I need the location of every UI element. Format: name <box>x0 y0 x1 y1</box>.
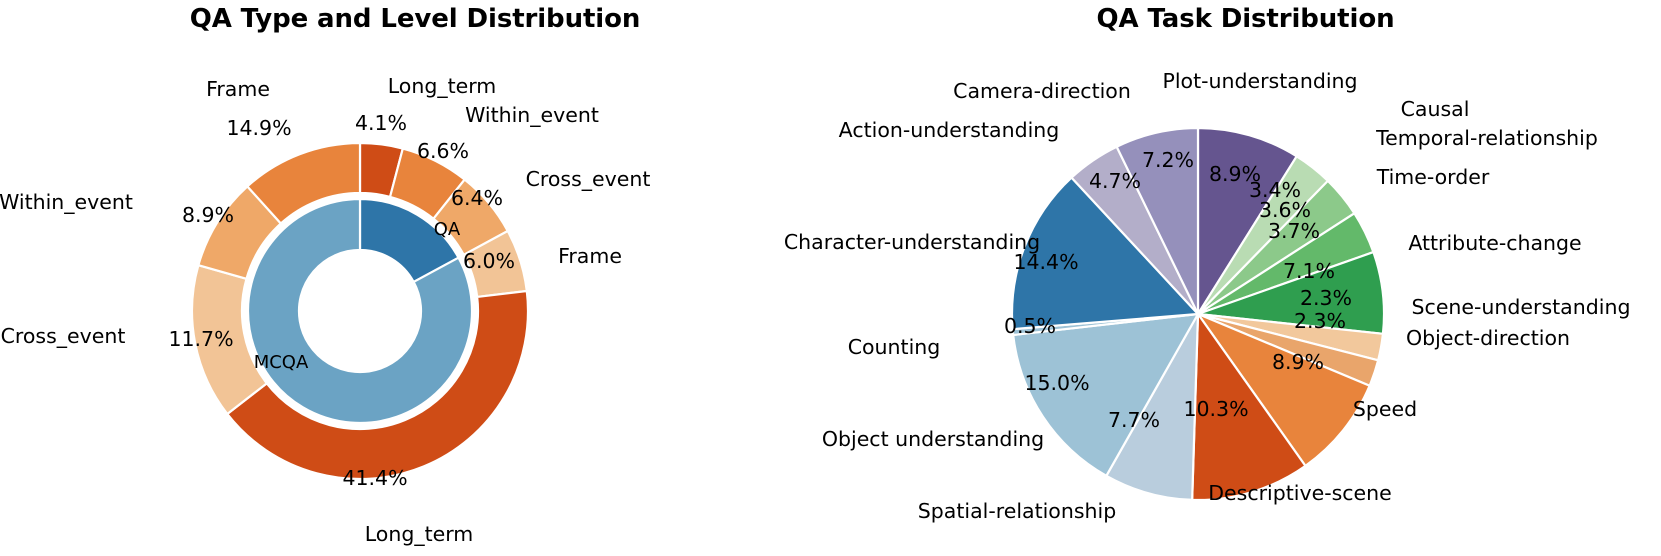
pie-label-12: Character-understanding <box>784 230 1040 254</box>
pie-label-5: Scene-understanding <box>1412 295 1631 319</box>
pie-percent-14: 7.2% <box>1142 148 1194 172</box>
outer-ring-slice-7[interactable] <box>246 141 362 225</box>
outer-ring-label-3: Frame <box>558 244 622 268</box>
pie-label-11: Counting <box>848 335 941 359</box>
pie-slice-7[interactable] <box>1196 312 1371 467</box>
pie-percent-6: 2.3% <box>1294 309 1346 333</box>
pie-label-13: Action-understanding <box>839 118 1060 142</box>
page-title-right: QA Task Distribution <box>1096 4 1395 34</box>
pie-label-4: Attribute-change <box>1408 231 1581 255</box>
pie-percent-13: 4.7% <box>1089 169 1141 193</box>
pie-slice-0[interactable] <box>1196 126 1298 316</box>
pie-label-8: Descriptive-scene <box>1208 481 1392 505</box>
outer-ring-label-1: Within_event <box>465 103 599 128</box>
pie-label-10: Object understanding <box>822 427 1044 451</box>
pie-percent-5: 2.3% <box>1300 286 1352 310</box>
pie-percent-4: 7.1% <box>1283 259 1335 283</box>
pie-label-1: Causal <box>1401 97 1470 121</box>
outer-ring-percent-4: 41.4% <box>342 466 407 490</box>
pie-slice-12[interactable] <box>1010 176 1200 331</box>
pie-percent-8: 10.3% <box>1183 397 1248 421</box>
outer-ring-label-6: Within_event <box>0 190 133 215</box>
pie-slice-8[interactable] <box>1191 312 1307 502</box>
pie-label-6: Object-direction <box>1406 326 1570 350</box>
pie-percent-10: 15.0% <box>1024 371 1089 395</box>
donut-chart-qa-type-level: 4.1% 6.6% 6.4% 6.0% 41.4% 14.9% 8.9% 11.7% Long_… <box>0 74 651 547</box>
panel-qa-type-level: QA Type and Level Distribution 4.1% 6.6% 6… <box>0 0 830 556</box>
pie-label-2: Temporal-relationship <box>1375 126 1598 150</box>
outer-ring-percent-5: 14.9% <box>226 116 291 140</box>
pie-percent-0: 8.9% <box>1209 162 1261 186</box>
pie-percent-9: 7.7% <box>1108 408 1160 432</box>
page-title-left: QA Type and Level Distribution <box>189 4 641 34</box>
pie-percent-2: 3.6% <box>1259 198 1311 222</box>
pie-label-7: Speed <box>1353 397 1417 421</box>
pie-percent-7: 8.9% <box>1272 350 1324 374</box>
panel-qa-task: QA Task Distribution <box>830 0 1661 556</box>
outer-ring-slice-4[interactable] <box>226 289 530 481</box>
pie-percent-12: 14.4% <box>1013 250 1078 274</box>
outer-ring-percent-1: 6.6% <box>417 139 469 163</box>
outer-ring-percent-0: 4.1% <box>355 111 407 135</box>
outer-ring-label-7: Frame <box>206 77 270 101</box>
outer-ring-percent-3: 6.0% <box>463 249 515 273</box>
pie-label-9: Spatial-relationship <box>918 499 1116 523</box>
inner-ring-label-1: MCQA <box>254 352 309 373</box>
outer-ring-percent-7: 11.7% <box>168 327 233 351</box>
pie-percent-11: 0.5% <box>1004 314 1056 338</box>
outer-ring-label-0: Long_term <box>388 74 497 99</box>
pie-label-0: Plot-understanding <box>1162 69 1357 93</box>
outer-ring-label-5: Cross_event <box>1 324 126 349</box>
outer-ring-label-4: Long_term <box>365 522 474 547</box>
inner-ring-slice-1[interactable] <box>246 197 474 425</box>
outer-ring-label-2: Cross_event <box>526 167 651 192</box>
inner-ring-label-0: QA <box>434 219 461 240</box>
pie-percent-3: 3.7% <box>1268 219 1320 243</box>
pie-label-3: Time-order <box>1376 165 1490 189</box>
pie-percent-1: 3.4% <box>1249 178 1301 202</box>
outer-ring-percent-2: 6.4% <box>451 186 503 210</box>
pie-slice-14[interactable] <box>1115 126 1200 316</box>
pie-label-14: Camera-direction <box>953 79 1131 103</box>
pie-slice-10[interactable] <box>1012 312 1200 477</box>
outer-ring-percent-6: 8.9% <box>182 203 234 227</box>
